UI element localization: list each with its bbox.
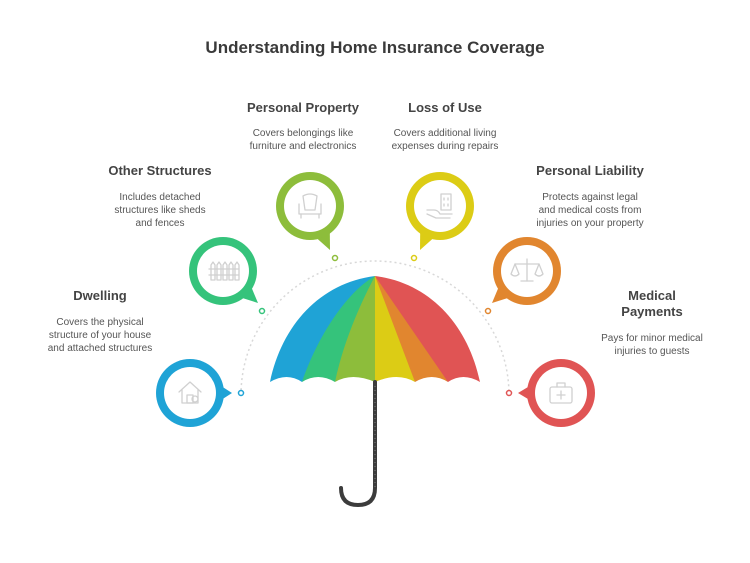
- desc-dwelling-line-1: Covers the physical: [56, 317, 144, 328]
- desc-loss-of-use-line-1: Covers additional living: [393, 128, 497, 139]
- bubble-personal-property: [276, 172, 344, 250]
- label-medical-payments: Medical Payments: [592, 288, 712, 320]
- desc-other-structures-line-1: Includes detached: [119, 192, 201, 203]
- desc-dwelling-line-3: and attached structures: [47, 343, 153, 354]
- umbrella-handle: [339, 380, 377, 508]
- dotted-arc: [240, 260, 510, 396]
- hotel-icon: [426, 193, 453, 219]
- desc-other-structures-line-2: structures like sheds: [114, 205, 206, 216]
- desc-personal-liability-line-3: injuries on your property: [536, 218, 644, 229]
- desc-medical-payments: Pays for minor medical injuries to guest…: [582, 332, 722, 358]
- desc-dwelling-line-2: structure of your house: [48, 330, 152, 341]
- label-loss-of-use: Loss of Use: [408, 100, 482, 115]
- desc-loss-of-use: Covers additional living expenses during…: [375, 127, 515, 153]
- icon-bubbles: [156, 172, 595, 427]
- label-other-structures: Other Structures: [108, 163, 212, 178]
- label-personal-liability: Personal Liability: [536, 163, 644, 178]
- house-icon: [178, 381, 202, 404]
- diagram-title: Understanding Home Insurance Coverage: [205, 38, 545, 57]
- bubble-loss-of-use: [406, 172, 474, 250]
- canopy-segment-medical-payments: [375, 276, 480, 382]
- label-medical-payments-line-2: Payments: [621, 304, 683, 319]
- medical-kit-icon: [549, 382, 573, 404]
- canopy-segment-personal-property: [335, 276, 375, 382]
- desc-loss-of-use-line-2: expenses during repairs: [391, 141, 499, 152]
- arc-connector-dots: [237, 254, 513, 397]
- bubble-personal-liability: [492, 237, 561, 305]
- desc-personal-property-line-1: Covers belongings like: [252, 128, 354, 139]
- label-dwelling: Dwelling: [73, 288, 127, 303]
- bubble-dwelling: [156, 359, 232, 427]
- bubble-medical-payments: [518, 359, 595, 427]
- desc-other-structures: Includes detached structures like sheds …: [95, 191, 225, 230]
- bubble-other-structures: [189, 237, 258, 305]
- canopy-segment-other-structures: [302, 276, 375, 382]
- scales-icon: [510, 258, 544, 282]
- desc-personal-liability: Protects against legal and medical costs…: [515, 191, 665, 230]
- label-personal-property: Personal Property: [247, 100, 359, 115]
- fence-icon: [208, 261, 240, 281]
- desc-medical-payments-line-2: injuries to guests: [614, 346, 690, 357]
- desc-dwelling: Covers the physical structure of your ho…: [30, 316, 170, 355]
- desc-personal-property-line-2: furniture and electronics: [249, 141, 357, 152]
- umbrella-canopy: [270, 276, 480, 382]
- sofa-icon: [298, 193, 322, 219]
- desc-medical-payments-line-1: Pays for minor medical: [601, 333, 703, 344]
- desc-personal-property: Covers belongings like furniture and ele…: [228, 127, 378, 153]
- desc-other-structures-line-3: and fences: [135, 218, 185, 229]
- desc-personal-liability-line-2: and medical costs from: [538, 205, 642, 216]
- desc-personal-liability-line-1: Protects against legal: [542, 192, 638, 203]
- label-medical-payments-line-1: Medical: [628, 288, 676, 303]
